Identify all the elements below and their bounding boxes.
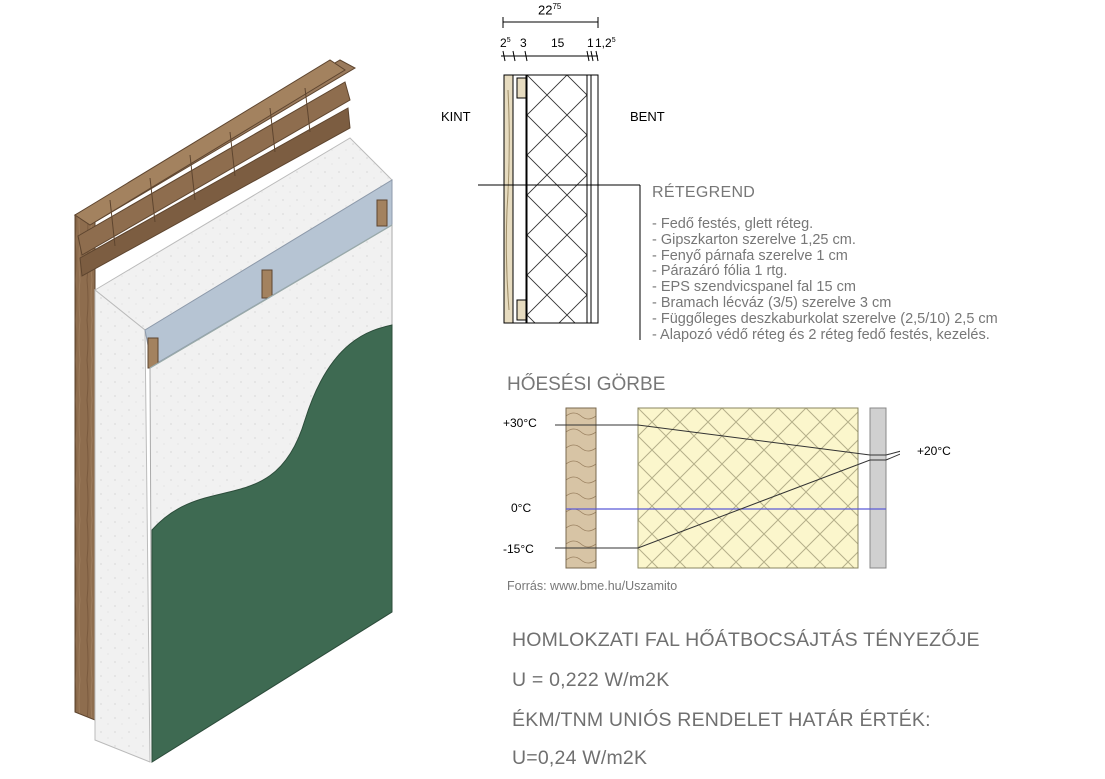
- total-dimension: 2275: [538, 2, 561, 17]
- inside-label: BENT: [630, 109, 665, 124]
- battens: [74, 59, 351, 277]
- t-zero: 0°C: [511, 501, 532, 515]
- t-outside-winter: -15°C: [503, 542, 534, 556]
- dim-4: 1: [587, 36, 594, 50]
- dim-3: 15: [551, 36, 565, 50]
- layer-item: - Gipszkarton szerelve 1,25 cm.: [652, 231, 856, 248]
- vertical-boarding: [74, 204, 96, 721]
- layer-item: - Bramach lécváz (3/5) szerelve 3 cm: [652, 294, 892, 311]
- layer-item: - Párazáró fólia 1 rtg.: [652, 263, 788, 280]
- source-note: Forrás: www.bme.hu/Uszamito: [507, 579, 678, 593]
- total-dimension-sup: 75: [552, 2, 562, 11]
- dim-1: 25: [500, 36, 511, 50]
- limit-value: U=0,24 W/m2K: [512, 747, 648, 769]
- finish-layer: [151, 324, 393, 763]
- limit-title: ÉKM/TNM UNIÓS RENDELET HATÁR ÉRTÉK:: [512, 709, 931, 731]
- layer-item: - Fedő festés, glett réteg.: [652, 216, 814, 232]
- layer-item: - EPS szendvicspanel fal 15 cm: [652, 279, 856, 296]
- layer-item: - Fenyő párnafa szerelve 1 cm: [652, 247, 848, 264]
- dim-5: 1,25: [595, 36, 616, 50]
- layers-title: RÉTEGREND: [652, 184, 756, 201]
- layers-list: - Fedő festés, glett réteg. - Gipszkarto…: [652, 216, 998, 343]
- eps-panel: [94, 288, 151, 763]
- outside-label: KINT: [441, 109, 471, 124]
- u-title: HOMLOKZATI FAL HŐÁTBOCSÁJTÁS TÉNYEZŐJE: [512, 629, 980, 651]
- t-outside-summer: +30°C: [503, 416, 537, 430]
- dim-2: 3: [520, 36, 527, 50]
- layer-item: - Alapozó védő réteg és 2 réteg fedő fes…: [652, 326, 990, 343]
- u-value: U = 0,222 W/m2K: [512, 669, 670, 691]
- t-inside: +20°C: [917, 444, 951, 458]
- heat-curve-diagram: [555, 407, 900, 569]
- total-dimension-main: 22: [538, 2, 553, 18]
- wall-3d-illustration: [73, 59, 393, 763]
- wall-section-drawing: [478, 17, 641, 340]
- curve-title: HŐESÉSI GÖRBE: [507, 374, 666, 395]
- layer-item: - Függőleges deszkaburkolat szerelve (2,…: [652, 310, 998, 327]
